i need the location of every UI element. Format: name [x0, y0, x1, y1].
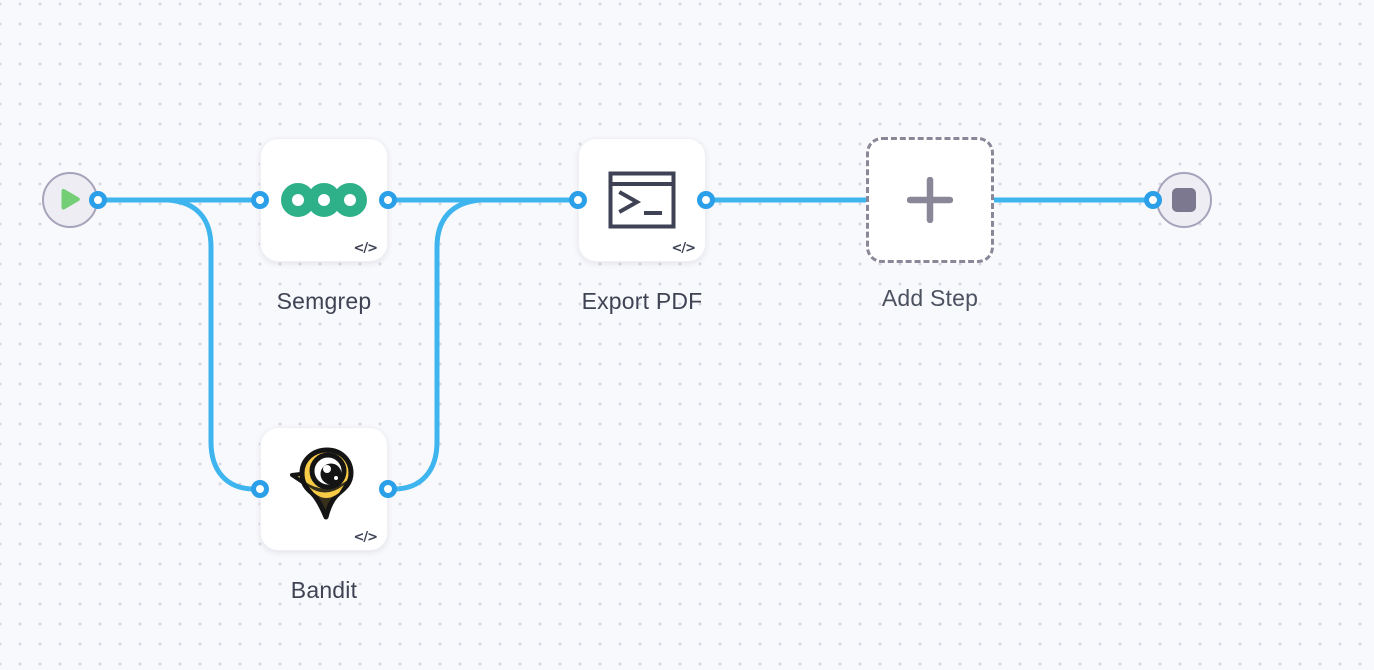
terminal-icon — [608, 171, 676, 229]
node-bandit[interactable]: </> — [260, 427, 388, 551]
code-step-badge: </> — [671, 241, 696, 256]
connector-port-start-out[interactable] — [89, 191, 107, 209]
code-step-badge: </> — [353, 530, 378, 545]
node-semgrep[interactable]: </> — [260, 138, 388, 262]
connector-port-exportpdf-out[interactable] — [697, 191, 715, 209]
end-node[interactable] — [1156, 172, 1212, 228]
add-step-label: Add Step — [881, 285, 979, 311]
node-semgrep-label: Semgrep — [276, 288, 372, 314]
node-export-pdf[interactable]: </> — [578, 138, 706, 262]
connector-port-semgrep-in[interactable] — [251, 191, 269, 209]
connector-port-semgrep-out[interactable] — [379, 191, 397, 209]
node-export-pdf-label: Export PDF — [581, 288, 703, 314]
semgrep-logo — [281, 183, 367, 217]
edge-start-to-bandit — [137, 197, 263, 492]
play-icon — [61, 188, 80, 210]
plus-icon — [907, 177, 953, 223]
start-node[interactable] — [42, 172, 98, 228]
node-bandit-label: Bandit — [290, 577, 358, 603]
connector-port-bandit-in[interactable] — [251, 480, 269, 498]
connector-port-bandit-out[interactable] — [379, 480, 397, 498]
connector-port-exportpdf-in[interactable] — [569, 191, 587, 209]
bandit-logo — [290, 447, 354, 520]
add-step-button[interactable] — [866, 137, 994, 263]
connector-port-end-in[interactable] — [1144, 191, 1162, 209]
stop-icon — [1172, 188, 1196, 212]
code-step-badge: </> — [353, 241, 378, 256]
edge-bandit-to-exportpdf — [385, 197, 523, 492]
